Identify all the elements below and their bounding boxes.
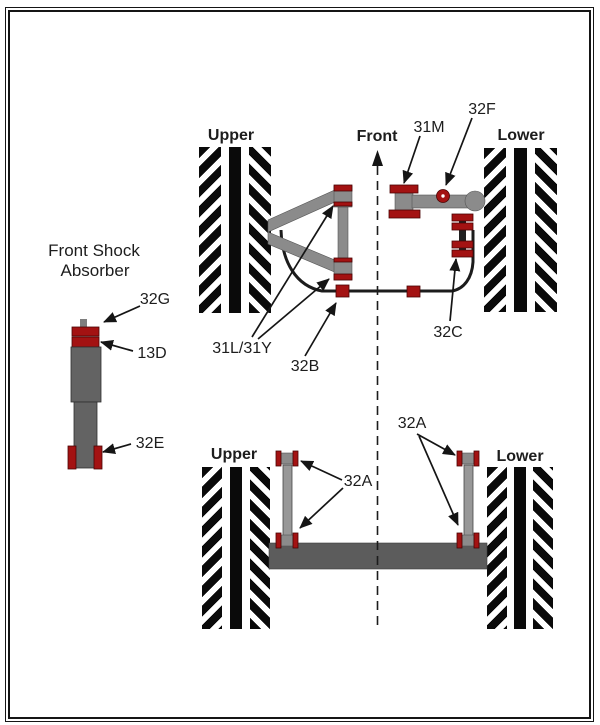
front-arrowhead — [372, 150, 383, 166]
arrow-32g — [103, 305, 141, 323]
bushing-32g — [71, 326, 100, 337]
tire-tread-left — [202, 467, 223, 629]
arrow-32a-right-bottom — [418, 435, 459, 526]
arrow-31l-upper — [251, 205, 334, 338]
arrow-32a-left-bottom — [299, 487, 344, 529]
figure-border — [5, 7, 594, 722]
arrow-31m — [402, 135, 421, 184]
bracket-31m — [388, 184, 486, 219]
arrow-13d — [100, 339, 134, 352]
callout-label-31l-31y: 31L/31Y — [212, 340, 272, 357]
bushing-32e-left — [67, 445, 77, 470]
front-view-lower-wheel-label: Lower — [496, 448, 544, 465]
side-view-title-line2: Absorber — [60, 261, 130, 280]
bushing-32e-right — [93, 445, 103, 470]
callout-label-32e: 32E — [135, 435, 165, 452]
tire-tread-left — [484, 148, 506, 312]
arrow-32c — [449, 258, 461, 322]
bushing-31m-top — [389, 184, 419, 194]
tire-top-left — [199, 147, 271, 313]
bushing-32a-left-top — [275, 450, 299, 467]
front-shock-absorber — [67, 319, 103, 470]
shock-body-upper — [70, 346, 102, 403]
callout-label-31m: 31M — [413, 119, 445, 136]
callout-label-13d: 13D — [137, 345, 167, 362]
arrow-32f — [445, 117, 473, 186]
right-shock-link — [463, 464, 474, 538]
front-view-upper-wheel-label: Upper — [210, 446, 258, 463]
front-centerline — [372, 150, 383, 628]
callout-label-32a-left: 32A — [343, 473, 373, 490]
top-view-upper-wheel-label: Upper — [207, 127, 255, 144]
tire-center-stripe — [230, 467, 242, 629]
control-arm-knuckle-bar — [337, 206, 349, 260]
bushing-32a-right-top — [456, 450, 480, 467]
bushing-31l-bottom — [333, 273, 353, 281]
shock-body-lower — [73, 401, 98, 469]
clamp-center — [406, 285, 421, 298]
tire-tread-left — [487, 467, 507, 629]
arrow-32a-left-top — [300, 460, 343, 481]
tire-bottom-right — [487, 467, 553, 629]
arrow-32e — [102, 443, 132, 454]
stabilizer-bar — [279, 229, 475, 293]
tire-tread-right — [533, 467, 553, 629]
callout-label-32b: 32B — [290, 358, 320, 375]
top-view-lower-wheel-label: Lower — [497, 127, 545, 144]
tire-bottom-left — [202, 467, 270, 629]
callout-label-32c: 32C — [433, 324, 463, 341]
tire-center-stripe — [514, 467, 526, 629]
callout-label-32g: 32G — [139, 291, 171, 308]
left-shock-link — [282, 464, 293, 538]
bushing-32a-left-bottom — [275, 532, 299, 549]
arrow-31l-lower — [257, 278, 330, 340]
tire-tread-right — [535, 148, 557, 312]
arrow-32b — [304, 302, 337, 357]
side-view-title-line1: Front Shock — [48, 241, 140, 260]
callout-label-32f: 32F — [468, 101, 496, 118]
upper-control-arm — [267, 184, 353, 281]
tire-center-stripe — [228, 147, 242, 313]
control-arm-rear-leg — [267, 231, 338, 274]
callout-label-32a-right: 32A — [397, 415, 427, 432]
bushing-13d — [71, 336, 100, 348]
clamp-32b — [335, 284, 350, 298]
tire-tread-left — [199, 147, 221, 313]
bushing-stack-32c — [451, 213, 474, 258]
tire-tread-right — [249, 467, 270, 629]
tire-tread-right — [249, 147, 271, 313]
control-arm-front-leg — [267, 188, 338, 233]
bushing-31l-top — [333, 184, 353, 192]
arrow-32a-right-top — [416, 433, 456, 456]
bushing-32a-right-bottom — [456, 532, 480, 549]
bushing-31m-bottom — [388, 209, 421, 219]
front-direction-label: Front — [356, 128, 398, 145]
tire-center-stripe — [514, 148, 527, 312]
tire-top-right — [484, 148, 557, 312]
link-eye — [464, 190, 486, 212]
callout-arrows — [100, 117, 473, 529]
